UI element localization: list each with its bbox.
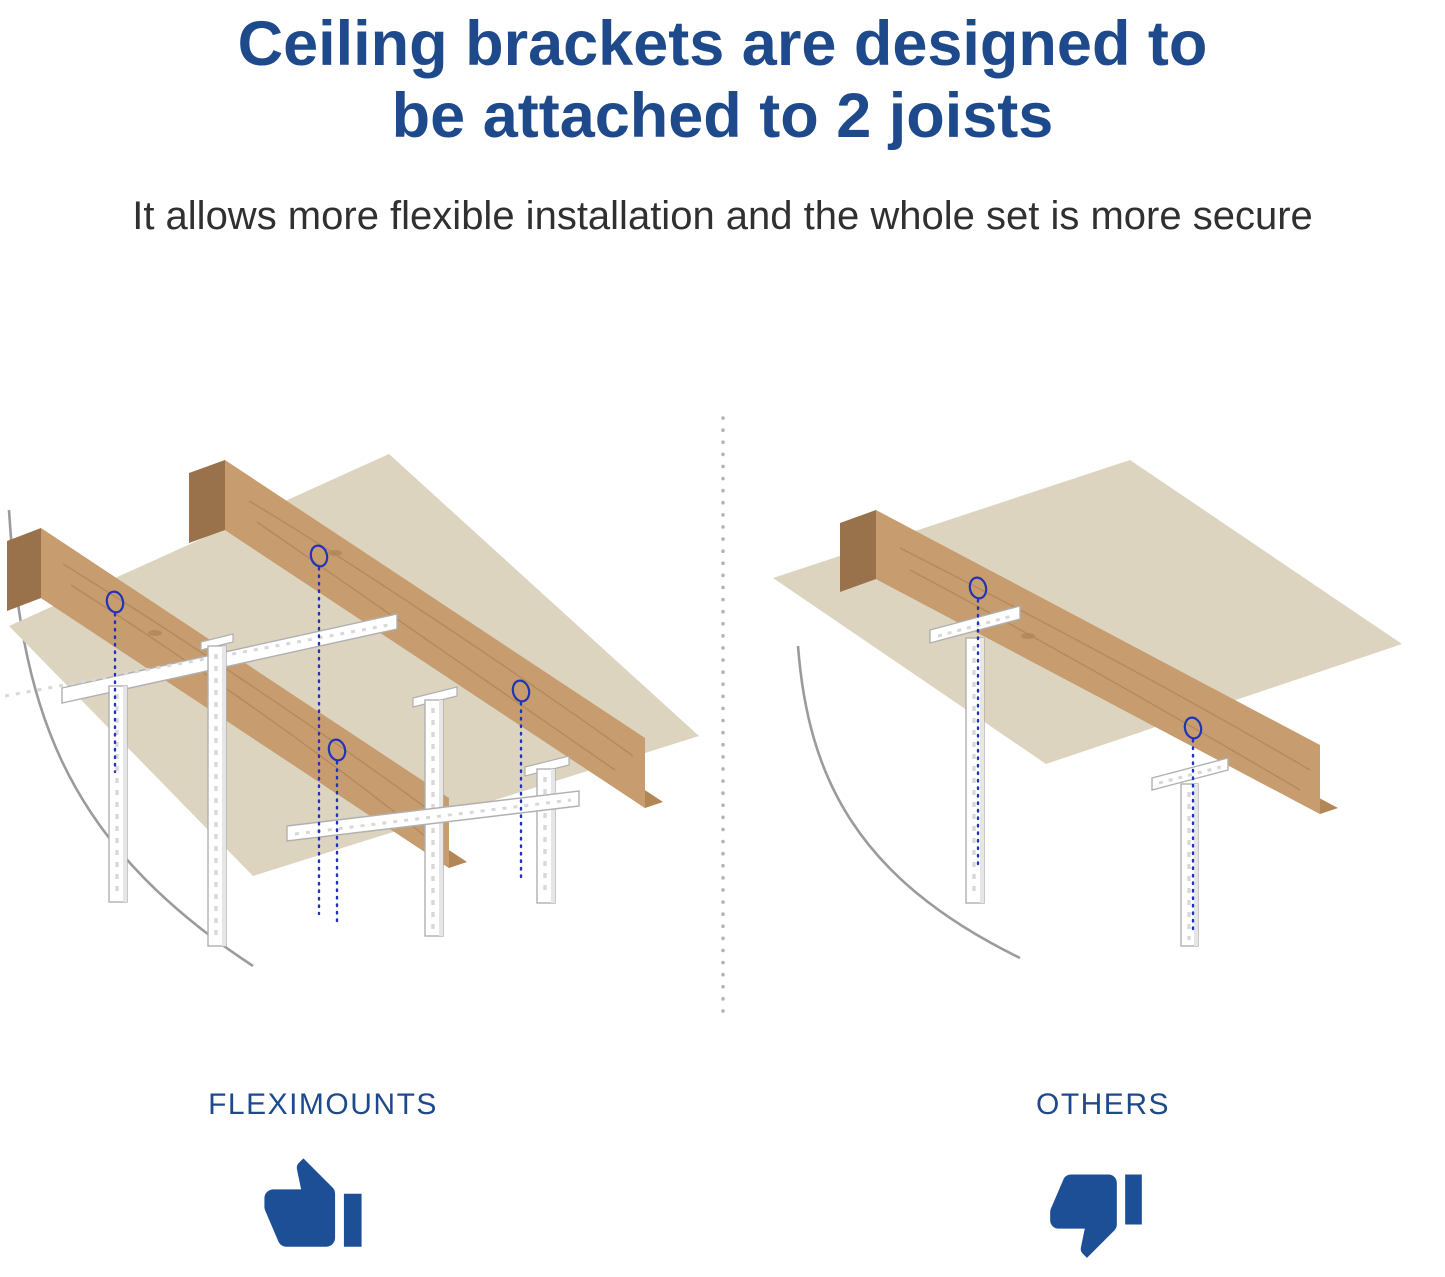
screw-marker [105,590,125,614]
single-joist-bracket-1 [929,605,1021,904]
ceiling-panel [773,460,1402,764]
screw-marker [1183,716,1203,740]
page-title-line2: be attached to 2 joists [391,81,1054,151]
joist-single [840,510,1338,814]
screw-markers [105,544,531,928]
others-label: OTHERS [1035,1088,1170,1121]
single-joist-bracket-2 [1151,757,1229,947]
others-illustration [773,460,1402,960]
vertical-post-1 [108,685,128,903]
joist-rear [189,460,663,808]
fleximounts-illustration [5,454,699,968]
wood-grain [248,500,634,771]
page-subtitle: It allows more flexible installation and… [132,194,1313,238]
wood-grain [899,547,1311,791]
screw-marker [309,544,329,568]
thumbs-up-icon [264,1158,362,1247]
screw-markers [968,576,1203,932]
screw-marker [968,576,988,600]
page-title-line1: Ceiling brackets are designed to [237,9,1208,79]
screw-marker [511,679,531,703]
fleximounts-label: FLEXIMOUNTS [208,1088,438,1121]
vertical-post-2 [200,633,234,947]
swoosh-curve [796,645,1021,960]
thumbs-down-icon [1050,1174,1142,1258]
screw-marker [327,738,347,762]
cross-rail-2 [286,790,580,842]
divider [721,416,725,1014]
cross-rail-1 [5,613,398,704]
